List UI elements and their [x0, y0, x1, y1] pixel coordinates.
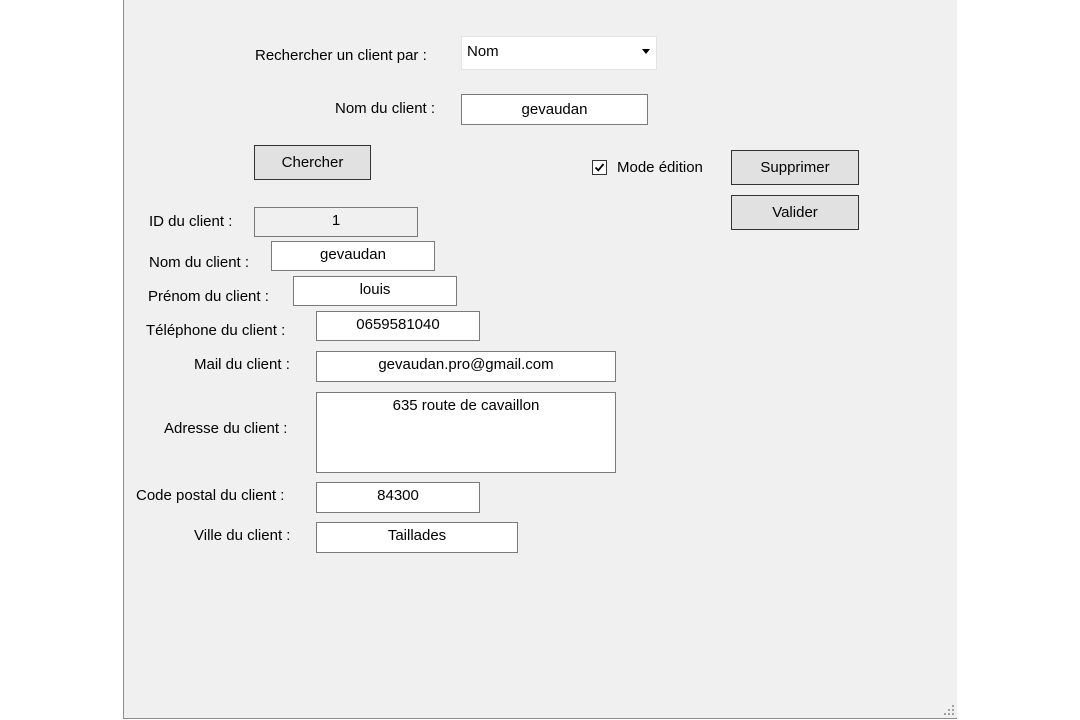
search-name-input[interactable]: gevaudan	[461, 94, 648, 125]
client-form-window: Rechercher un client par : Nom Nom du cl…	[123, 0, 957, 719]
search-by-value: Nom	[467, 43, 499, 60]
client-firstname-label: Prénom du client :	[148, 288, 269, 305]
resize-grip-icon[interactable]	[943, 704, 955, 716]
checkmark-icon	[594, 163, 605, 172]
client-address-label: Adresse du client :	[164, 420, 288, 437]
client-city-label: Ville du client :	[194, 527, 291, 544]
client-mail-input[interactable]: gevaudan.pro@gmail.com	[316, 351, 616, 382]
search-name-label: Nom du client :	[335, 100, 436, 117]
search-by-label: Rechercher un client par :	[255, 47, 427, 64]
edit-mode-label[interactable]: Mode édition	[617, 159, 703, 176]
search-button[interactable]: Chercher	[254, 145, 371, 180]
search-by-select[interactable]: Nom	[461, 36, 657, 70]
client-phone-label: Téléphone du client :	[146, 322, 286, 339]
client-postal-label: Code postal du client :	[136, 487, 285, 504]
client-firstname-input[interactable]: louis	[293, 276, 457, 306]
client-phone-input[interactable]: 0659581040	[316, 311, 480, 341]
client-postal-input[interactable]: 84300	[316, 482, 480, 513]
validate-button[interactable]: Valider	[731, 195, 859, 230]
client-id-field: 1	[254, 207, 418, 237]
client-address-textarea[interactable]: 635 route de cavaillon	[316, 392, 616, 473]
chevron-down-icon[interactable]	[642, 49, 650, 54]
client-city-input[interactable]: Taillades	[316, 522, 518, 553]
delete-button[interactable]: Supprimer	[731, 150, 859, 185]
client-lastname-input[interactable]: gevaudan	[271, 241, 435, 271]
client-lastname-label: Nom du client :	[149, 254, 250, 271]
client-id-label: ID du client :	[149, 213, 233, 230]
client-mail-label: Mail du client :	[194, 356, 290, 373]
edit-mode-checkbox[interactable]	[592, 160, 607, 175]
